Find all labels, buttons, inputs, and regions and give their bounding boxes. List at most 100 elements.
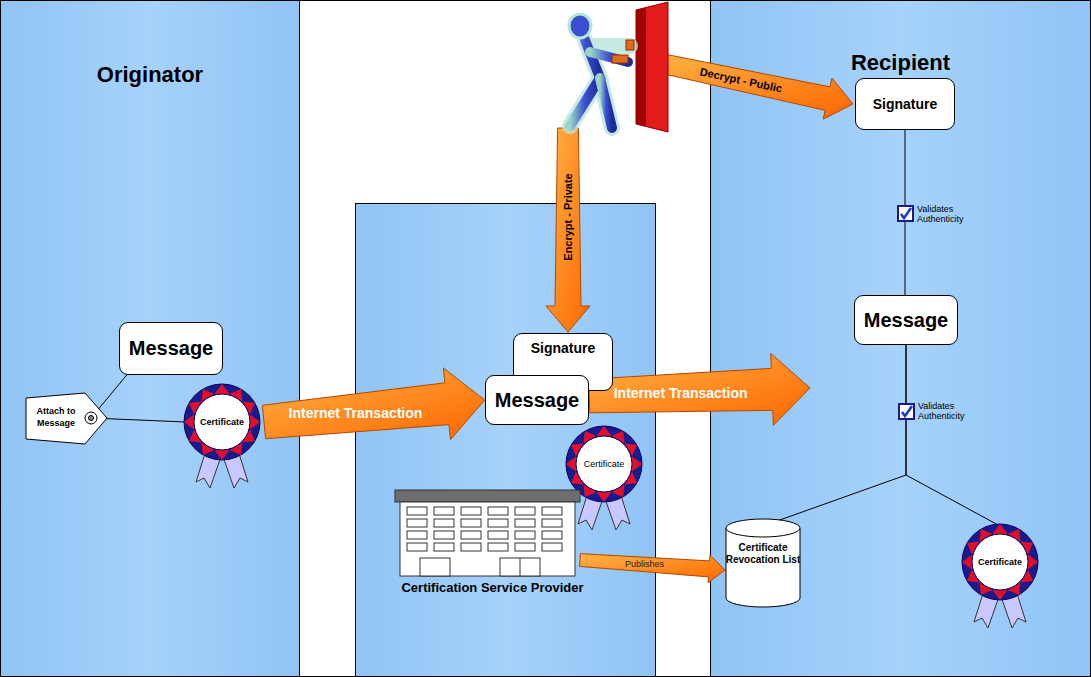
key-holder-illustration: [569, 2, 668, 132]
key-label: Decrypt - Public: [699, 66, 783, 95]
drawing-part: [515, 519, 535, 527]
message-box: Message: [854, 295, 959, 345]
swimlane-ground: [711, 1, 1091, 677]
drawing-part: [626, 40, 634, 50]
message-box: Message: [485, 375, 590, 425]
drawing-part: [461, 543, 481, 551]
seal-text: Certificate: [562, 458, 646, 470]
certificate-seal-shape: [958, 522, 1042, 632]
drawing-part: [434, 507, 454, 515]
drawing-part: [434, 543, 454, 551]
drawing-part: [500, 558, 540, 576]
check-box: [897, 205, 914, 222]
drawing-part: [600, 78, 612, 128]
drawing-part: [1028, 554, 1038, 569]
drawing-part: [600, 78, 612, 128]
edge-label: Internet Transaction: [614, 385, 748, 401]
drawing-part: [899, 404, 914, 419]
key-arrow: [546, 128, 590, 332]
drawing-part: [515, 507, 535, 515]
drawing-part: [461, 507, 481, 515]
edge-label-holder: Validates Authenticity: [897, 204, 973, 224]
drawing-part: [85, 412, 97, 424]
drawing-part: [488, 543, 508, 551]
drawing-part: [488, 519, 508, 527]
revocation-list-cylinder: Certificate Revocation List: [725, 518, 801, 608]
drawing-part: [515, 543, 535, 551]
drawing-part: [184, 414, 194, 429]
drawing-part: [898, 206, 913, 221]
drawing-part: [488, 507, 508, 515]
drawing-part: [570, 40, 630, 128]
drawing-part: [407, 519, 427, 527]
provider-panel: [356, 204, 656, 677]
drawing-part: [596, 492, 611, 502]
swimlane-panel: OriginatorMessageAttach to MessageCertif…: [0, 0, 300, 677]
message-box: Message: [119, 322, 224, 375]
edge-label: Internet Transaction: [289, 405, 423, 421]
drawing-part: [434, 519, 454, 527]
drawing-part: [542, 531, 562, 539]
drawing-part: [214, 384, 229, 394]
drawing-part: [461, 531, 481, 539]
edge-label-holder: Validates Authenticity: [898, 401, 974, 421]
drawing-part: [590, 52, 628, 62]
drawing-part: [214, 450, 229, 460]
seal-text: Certificate: [180, 416, 264, 428]
attach-tag: Attach to Message: [25, 392, 108, 445]
drawing-part: [612, 55, 628, 63]
provider-building: Certification Service Provider: [380, 490, 605, 602]
drawing-part: [726, 519, 800, 537]
drawing-part: [992, 524, 1007, 534]
drawing-part: [400, 502, 575, 576]
key-arrow: [653, 53, 853, 120]
drawing-part: [542, 519, 562, 527]
drawing-part: [461, 519, 481, 527]
certificate-seal-shape: [180, 382, 264, 492]
drawing-part: [407, 531, 427, 539]
transfer-arrow: [262, 368, 484, 440]
drawing-part: [901, 208, 911, 218]
drawing-part: [250, 414, 260, 429]
swimlane-ground: [1, 1, 300, 677]
check-box: [898, 403, 915, 420]
drawing-part: [542, 543, 562, 551]
drawing-part: [515, 531, 535, 539]
box-text: Signature: [531, 340, 596, 356]
building-caption: Certification Service Provider: [380, 580, 605, 595]
seal-text: Certificate: [958, 556, 1042, 568]
drawing-part: [395, 490, 580, 502]
box-text: Message: [129, 337, 214, 360]
certificate-seal: Certificate: [180, 382, 264, 492]
drawing-part: [570, 40, 630, 128]
box-text: Message: [495, 389, 580, 412]
box-text: Message: [864, 309, 949, 332]
validation-line: [763, 345, 906, 526]
certificate-seal: Certificate: [958, 522, 1042, 632]
drawing-part: [566, 456, 576, 471]
drawing-part: [596, 426, 611, 436]
drawing-part: [420, 558, 450, 576]
drawing-part: [407, 507, 427, 515]
drawing-part: [520, 558, 521, 576]
drawing-part: [569, 14, 591, 38]
tag-text: Attach to Message: [29, 392, 83, 429]
key-label: Encrypt - Private: [562, 173, 574, 260]
drawing-part: [488, 531, 508, 539]
panel-heading: Originator: [0, 62, 300, 88]
swimlane-panel: RecipientSignatureMessageCertificate Rev…: [710, 0, 1091, 677]
drawing-part: [632, 456, 642, 471]
validation-line: [906, 345, 1000, 526]
drawing-part: [636, 2, 668, 132]
edge-label: Validates Authenticity: [918, 401, 974, 421]
drawing-part: [992, 590, 1007, 600]
drawing-part: [636, 8, 646, 126]
drawing-part: [26, 393, 107, 444]
drawing-part: [89, 416, 94, 421]
drawing-part: [407, 543, 427, 551]
edge-label: Publishes: [625, 559, 664, 569]
transfer-arrow: [580, 554, 725, 583]
